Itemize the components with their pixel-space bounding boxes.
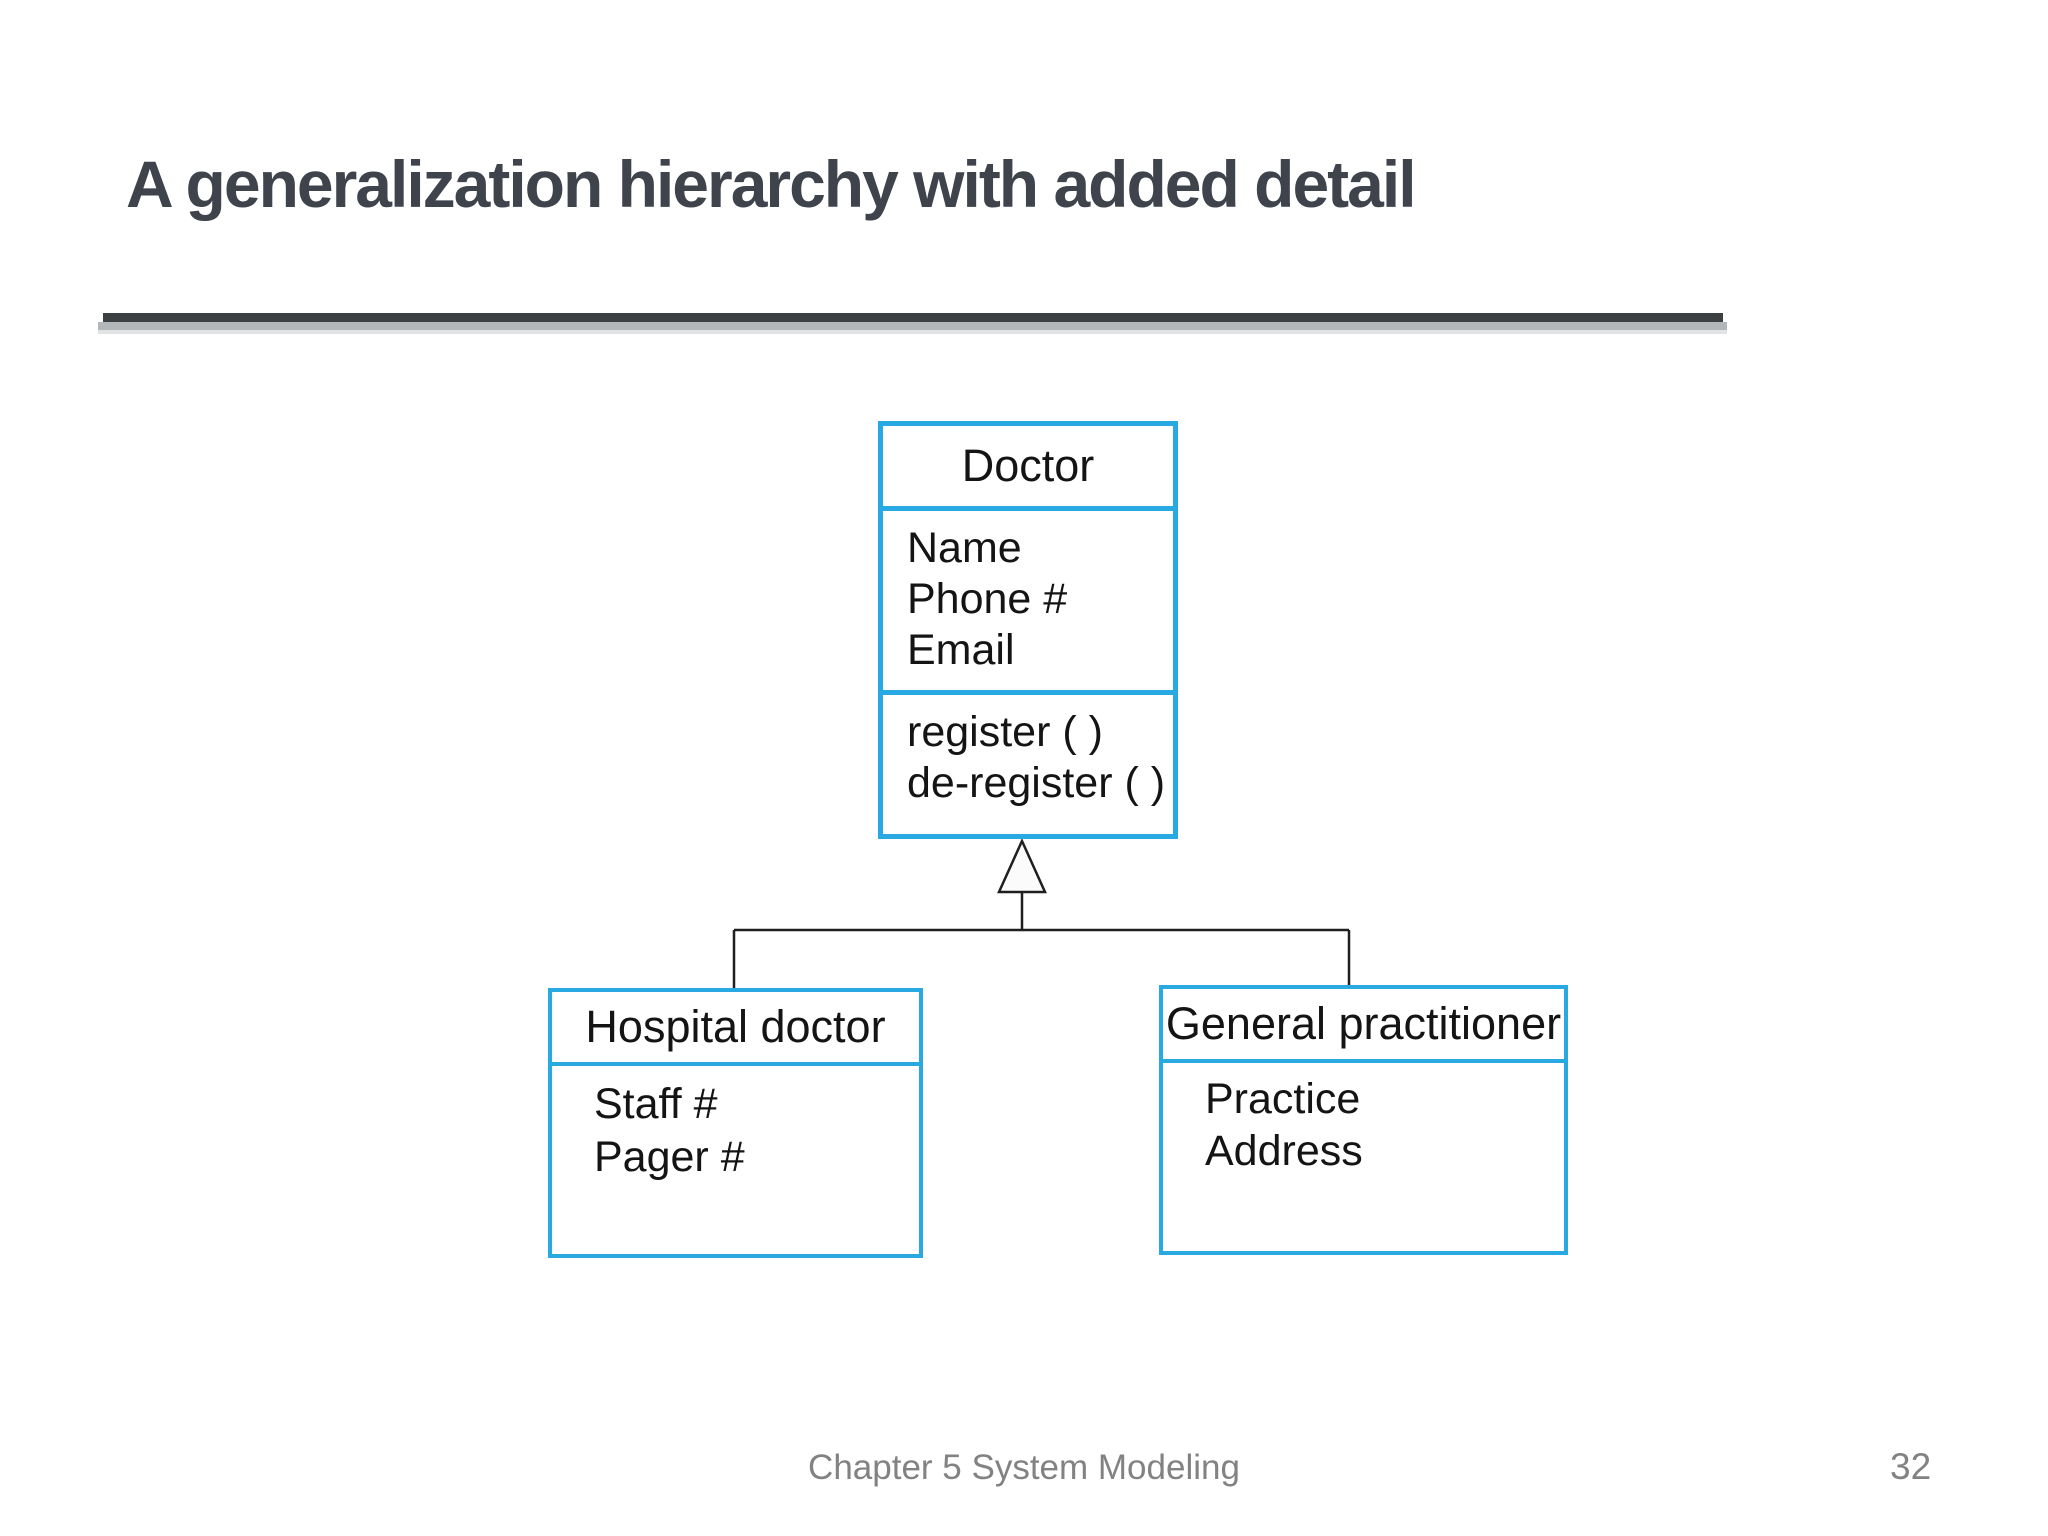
attribute-label: Phone # xyxy=(907,575,1068,623)
class-box-doctor: Doctor Name Phone # Email register ( ) d… xyxy=(878,421,1178,839)
class-box-general-practitioner: General practitioner Practice Address xyxy=(1159,985,1568,1255)
class-box-hospital-doctor: Hospital doctor Staff # Pager # xyxy=(548,988,923,1258)
attribute-label: Name xyxy=(907,524,1022,572)
page-number: 32 xyxy=(1890,1446,1932,1487)
class-attributes-compartment: Staff # Pager # xyxy=(552,1062,919,1254)
title-divider-dark-bar xyxy=(103,313,1723,322)
attribute-label: Email xyxy=(907,626,1015,674)
connector-lines xyxy=(732,892,1351,990)
class-name: Hospital doctor xyxy=(585,1001,886,1052)
slide-title: A generalization hierarchy with added de… xyxy=(126,147,1417,221)
attribute-label: Staff # xyxy=(594,1080,718,1128)
class-name: General practitioner xyxy=(1165,998,1562,1049)
title-divider-light-bar xyxy=(98,322,1727,330)
class-attributes-compartment: Name Phone # Email xyxy=(883,506,1173,690)
attribute-label: Address xyxy=(1205,1127,1363,1175)
class-operations-compartment: register ( ) de-register ( ) xyxy=(883,690,1173,834)
operation-label: register ( ) xyxy=(907,708,1103,756)
attribute-label: Pager # xyxy=(594,1133,745,1181)
title-divider-faint-bar xyxy=(98,330,1727,334)
class-attributes-compartment: Practice Address xyxy=(1163,1059,1564,1251)
attribute-label: Practice xyxy=(1205,1075,1361,1123)
generalization-triangle-icon xyxy=(997,837,1047,894)
footer-chapter-label: Chapter 5 System Modeling xyxy=(808,1448,1240,1487)
class-name: Doctor xyxy=(961,440,1095,491)
operation-label: de-register ( ) xyxy=(907,759,1166,807)
title-divider xyxy=(98,313,1727,334)
